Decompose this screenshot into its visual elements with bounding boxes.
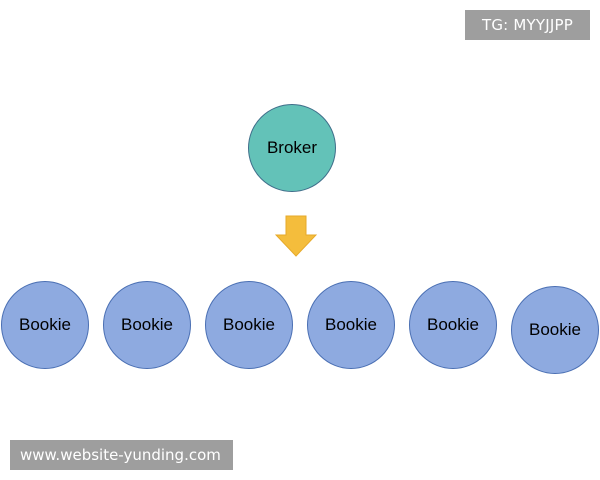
broker-label: Broker	[266, 138, 318, 157]
bookie-label: Bookie	[529, 320, 581, 339]
down-arrow-icon	[275, 215, 317, 257]
broker-node: Broker	[248, 104, 336, 192]
watermark-bottom: www.website-yunding.com	[10, 440, 233, 470]
bookie-node: Bookie	[511, 286, 599, 374]
bookie-label: Bookie	[19, 315, 71, 334]
bookie-node: Bookie	[409, 281, 497, 369]
bookie-node: Bookie	[103, 281, 191, 369]
bookie-label: Bookie	[121, 315, 173, 334]
bookie-label: Bookie	[223, 315, 275, 334]
watermark-top: TG: MYYJJPP	[465, 10, 590, 40]
bookie-label: Bookie	[325, 315, 377, 334]
bookie-node: Bookie	[307, 281, 395, 369]
bookie-node: Bookie	[205, 281, 293, 369]
bookie-label: Bookie	[427, 315, 479, 334]
bookie-node: Bookie	[1, 281, 89, 369]
